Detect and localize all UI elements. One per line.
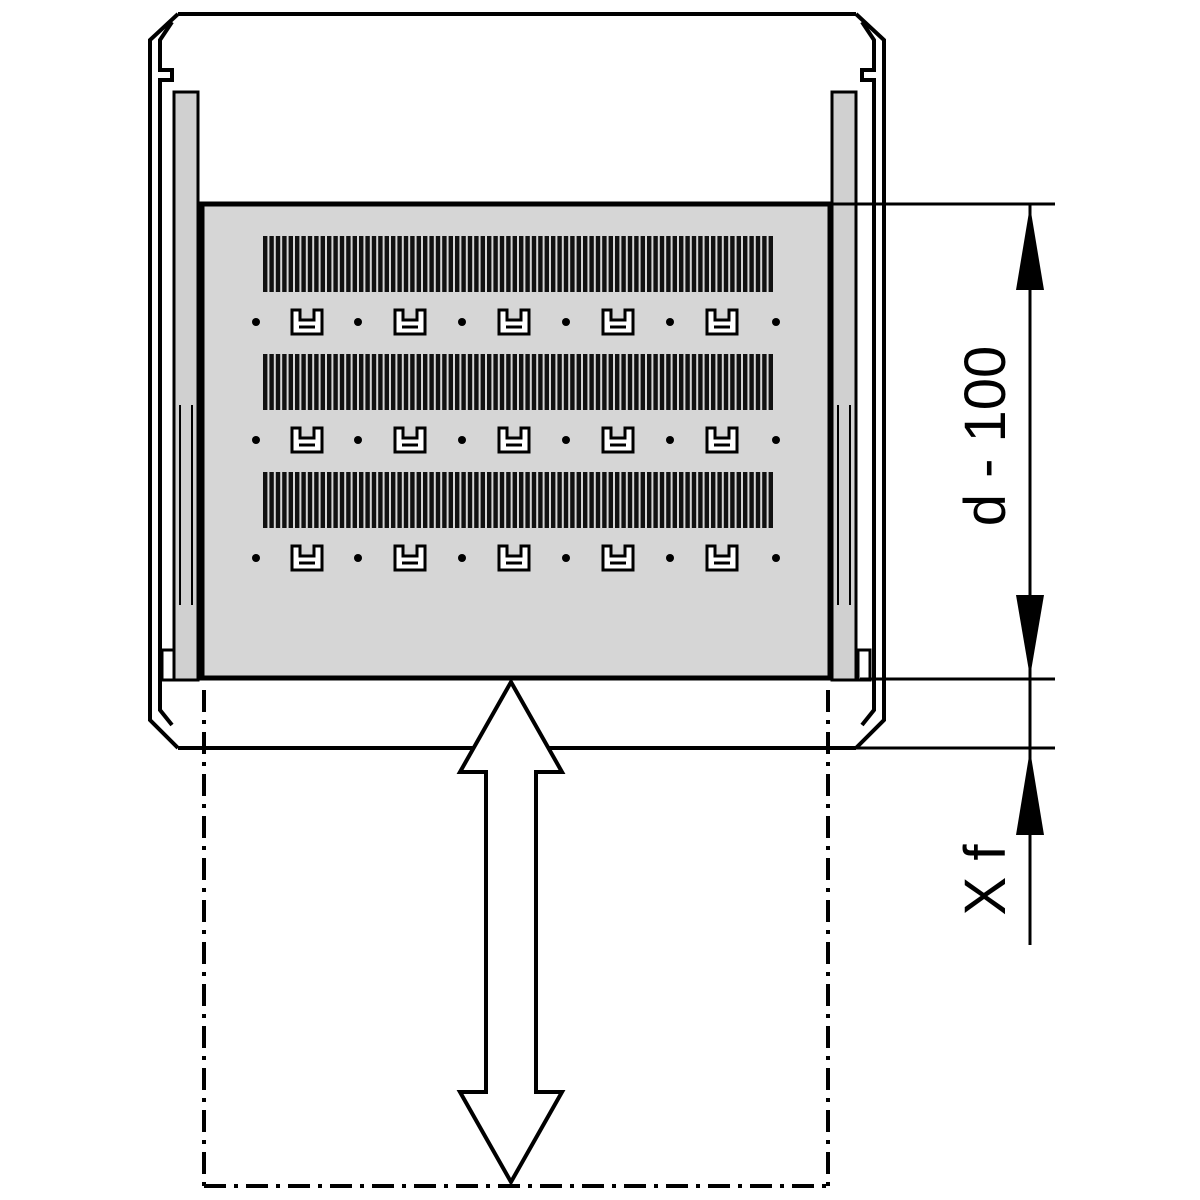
shelf-depth-label: d - 100	[953, 346, 1018, 527]
mount-hole	[562, 436, 570, 444]
cable-clip-icon	[705, 426, 739, 454]
offset-label: X f	[953, 844, 1018, 916]
cable-clip-icon	[601, 308, 635, 336]
mount-hole	[354, 318, 362, 326]
left-rail	[160, 90, 200, 682]
mount-hole	[772, 554, 780, 562]
panel-details	[252, 236, 780, 572]
cable-clip-icon	[497, 544, 531, 572]
double-headed-arrow-icon	[456, 677, 566, 1187]
mount-hole	[354, 554, 362, 562]
mount-hole	[666, 318, 674, 326]
mount-hole	[666, 554, 674, 562]
cable-clip-icon	[705, 308, 739, 336]
right-rail	[830, 90, 872, 682]
mount-hole	[772, 318, 780, 326]
arrow-up-icon-xf	[1016, 750, 1044, 835]
mount-hole	[354, 436, 362, 444]
mount-hole	[458, 318, 466, 326]
mount-hole	[252, 436, 260, 444]
mount-hole	[252, 554, 260, 562]
cable-clip-icon	[290, 544, 324, 572]
cable-clip-icon	[393, 308, 427, 336]
mount-hole	[772, 436, 780, 444]
cable-clip-icon	[601, 544, 635, 572]
cable-clip-icon	[497, 426, 531, 454]
arrow-down-icon	[1016, 595, 1044, 677]
dimension-arrowheads	[1016, 206, 1044, 835]
mount-hole	[666, 436, 674, 444]
cable-clip-icon	[290, 426, 324, 454]
cable-clip-icon	[393, 544, 427, 572]
cable-clip-icon	[393, 426, 427, 454]
cable-clip-icon	[705, 544, 739, 572]
cable-clip-icon	[290, 308, 324, 336]
mount-hole	[252, 318, 260, 326]
cable-clip-icon	[497, 308, 531, 336]
vent-slot-row	[263, 236, 773, 292]
cable-clip-icon	[601, 426, 635, 454]
vent-slot-row	[263, 354, 773, 410]
vent-slot-row	[263, 472, 773, 528]
extended-outline	[202, 690, 830, 1188]
mount-hole	[458, 554, 466, 562]
mount-hole	[562, 318, 570, 326]
arrow-up-icon	[1016, 206, 1044, 290]
mount-hole	[562, 554, 570, 562]
mount-hole	[458, 436, 466, 444]
